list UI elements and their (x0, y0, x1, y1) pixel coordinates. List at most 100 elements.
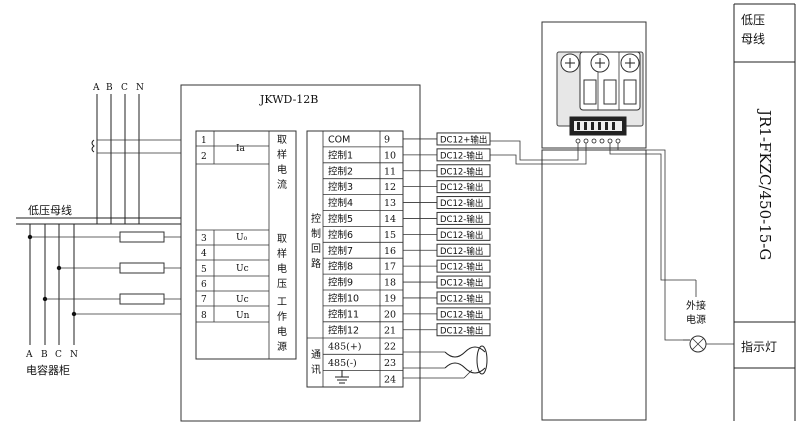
control-row-terminal: 11 (384, 166, 396, 177)
output-box-label: DC12-输出 (440, 230, 483, 241)
control-row-terminal: 18 (384, 278, 396, 289)
indicator-light-label: 指示灯 (741, 339, 777, 354)
voltage-terminal-block: 3 4 5 6 7 8 U₀ Uc Uc Un (196, 229, 269, 323)
ground-symbol (335, 370, 349, 384)
panel-busbar-line-2: 母线 (741, 32, 765, 46)
communication-caption: 通 讯 (311, 349, 321, 376)
voltage-sampling-char-2: 样 (277, 247, 287, 260)
output-box-label: DC12-输出 (440, 309, 483, 320)
cabinet-phase-c: C (55, 350, 62, 360)
output-box (436, 275, 491, 289)
fuse-2 (119, 262, 165, 274)
voltage-sampling-char-1: 取 (277, 233, 287, 245)
coil-wires (490, 140, 690, 341)
control-row-terminal: 17 (384, 262, 396, 273)
fuse-1 (119, 231, 165, 243)
control-row-label: 控制6 (328, 229, 353, 241)
controller-model: JKWD-12B (259, 93, 318, 106)
cabinet-phase-labels: A B C N (25, 350, 78, 360)
working-power-char-3: 电 (277, 325, 287, 338)
comm-row-terminal: 24 (384, 374, 396, 385)
indicator-lamp-icon (683, 335, 734, 353)
external-power-line-1: 外接 (686, 299, 706, 312)
output-box-label: DC12-输出 (440, 198, 483, 209)
current-sampling-char-1: 取 (277, 134, 287, 146)
output-box (436, 164, 491, 178)
current-sampling-char-4: 流 (277, 178, 287, 191)
fuses (119, 231, 165, 305)
control-row-terminal: 9 (384, 134, 390, 145)
cabinet-phase-a: A (25, 350, 33, 360)
cabinet-phase-lines (29, 224, 75, 345)
output-box-label: DC12-输出 (440, 166, 483, 177)
output-box (436, 323, 491, 337)
control-row-terminal: 15 (384, 230, 396, 241)
current-sampling-char-2: 样 (277, 148, 287, 161)
control-row-terminal: 19 (384, 293, 396, 304)
cabinet-phase-b: B (41, 350, 48, 360)
terminal-4-num: 4 (201, 249, 207, 259)
working-power-char-2: 作 (277, 311, 287, 323)
control-row-terminal: 20 (384, 309, 396, 320)
contactor-module (541, 21, 647, 421)
bus-phase-labels: A B C N (92, 83, 144, 93)
control-row-terminal: 21 (384, 325, 396, 336)
control-row-terminal: 13 (384, 198, 396, 209)
output-box (436, 291, 491, 305)
control-loop-caption: 控 制 回 路 (311, 212, 321, 270)
comm-row-terminal: 23 (384, 358, 396, 369)
control-row-label: 控制7 (328, 245, 353, 257)
control-loop-char-1: 控 (311, 212, 321, 225)
output-box-label: DC12-输出 (440, 246, 483, 257)
control-row-terminal: 14 (384, 214, 396, 225)
control-row-label: 控制3 (328, 181, 353, 193)
horizontal-bus (16, 217, 196, 225)
control-row-label: COM (328, 134, 350, 145)
terminal-8-label: Un (236, 311, 250, 321)
terminal-7-label: Uc (236, 295, 249, 305)
output-box-label: DC12-输出 (440, 214, 483, 225)
output-box-label: DC12-输出 (440, 182, 483, 193)
output-box-label: DC12-输出 (440, 262, 483, 273)
current-sampling-caption: 取 样 电 流 (277, 134, 287, 191)
terminal-5-num: 5 (201, 265, 207, 275)
control-row-label: 控制11 (328, 308, 359, 320)
bus-phase-a: A (92, 83, 100, 93)
output-box (436, 243, 491, 257)
comm-cable (403, 345, 488, 379)
current-sampling-char-3: 电 (277, 163, 287, 176)
control-row-label: 控制10 (328, 292, 359, 304)
terminal-3-label: U₀ (236, 233, 248, 243)
terminal-1-label: Ia (236, 144, 246, 154)
output-box (436, 307, 491, 321)
output-box (436, 227, 491, 241)
cabinet-panel (733, 3, 796, 421)
low-voltage-busbar-label: 低压母线 (28, 203, 72, 217)
terminal-6-num: 6 (201, 280, 207, 290)
bus-phase-b: B (106, 83, 113, 93)
bus-phase-c: C (121, 83, 128, 93)
cabinet-phase-n: N (70, 350, 78, 360)
terminal-8-num: 8 (201, 311, 207, 321)
output-box (436, 259, 491, 273)
current-transformer (91, 139, 196, 154)
comm-row-terminal: 22 (384, 342, 396, 353)
control-row-label: 控制12 (328, 324, 359, 336)
control-loop-char-2: 制 (311, 227, 321, 240)
panel-busbar-line-1: 低压 (741, 13, 765, 27)
output-box-label: DC12-输出 (440, 150, 483, 161)
bus-phase-n: N (136, 83, 144, 93)
control-loop-char-4: 路 (311, 257, 321, 270)
voltage-sampling-char-3: 电 (277, 262, 287, 275)
capacitor-cabinet-label: 电容器柜 (26, 363, 70, 377)
output-box-label: DC12-输出 (440, 293, 483, 304)
terminal-1-num: 1 (201, 136, 207, 146)
terminal-5-label: Uc (236, 264, 249, 274)
control-row-terminal: 10 (384, 150, 396, 161)
control-row-label: 控制2 (328, 165, 353, 177)
control-row-terminal: 12 (384, 182, 396, 193)
